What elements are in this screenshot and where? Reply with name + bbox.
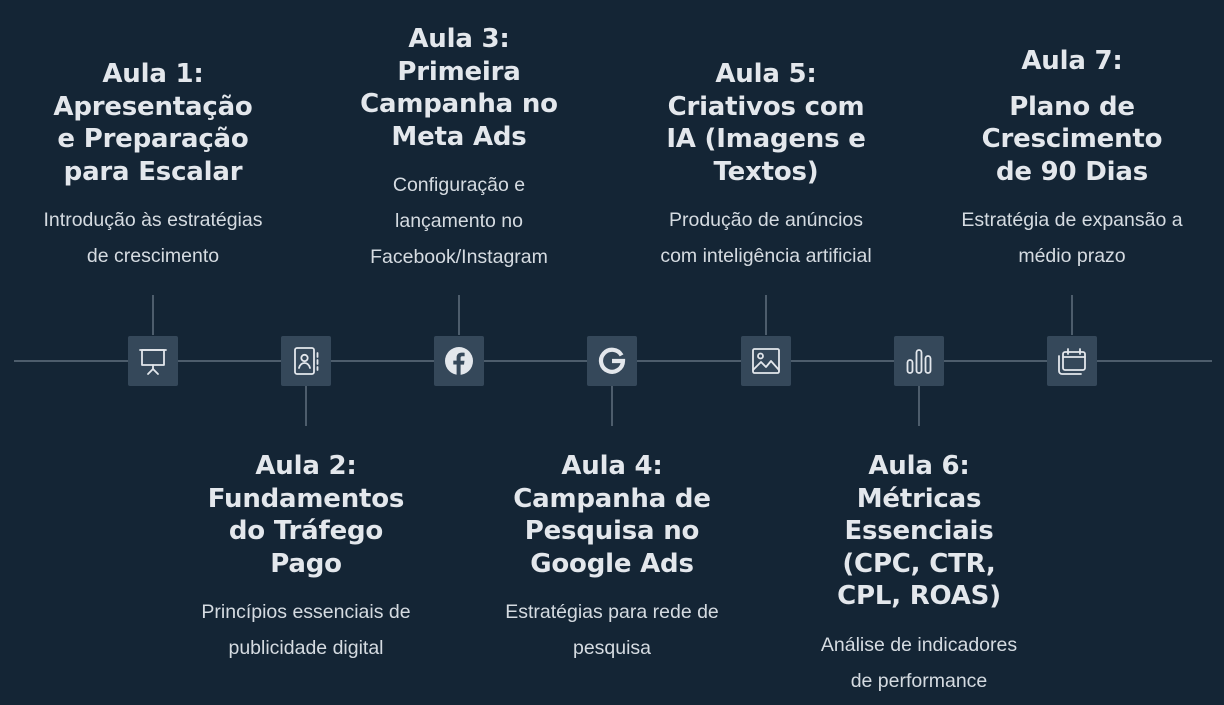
lesson-title: Aula 6: Métricas Essenciais (CPC, CTR, C…: [837, 451, 1001, 611]
lesson-card-7: Aula 7: Plano de Crescimento de 90 Dias …: [947, 45, 1197, 274]
lesson-title: Aula 5: Criativos com IA (Imagens e Text…: [666, 59, 866, 187]
image-icon: [752, 348, 780, 374]
lesson-card-2: Aula 2: Fundamentos do Tráfego Pago Prin…: [181, 450, 431, 666]
timeline-node-4: [587, 336, 637, 386]
connector-lesson-4: [611, 386, 613, 426]
lesson-title: Aula 1: Apresentação e Preparação para E…: [53, 59, 253, 187]
facebook-icon: [445, 347, 473, 375]
connector-lesson-6: [918, 386, 920, 426]
lesson-card-5: Aula 5: Criativos com IA (Imagens e Text…: [641, 58, 891, 274]
lesson-card-6: Aula 6: Métricas Essenciais (CPC, CTR, C…: [794, 450, 1044, 699]
presentation-board-icon: [139, 349, 167, 375]
connector-lesson-3: [458, 295, 460, 335]
contact-book-icon: [294, 347, 319, 375]
lesson-title: Aula 3: Primeira Campanha no Meta Ads: [360, 24, 558, 152]
calendar-icon: [1058, 348, 1086, 375]
timeline-node-3: [434, 336, 484, 386]
google-icon: [598, 347, 626, 374]
lesson-title: Aula 2: Fundamentos do Tráfego Pago: [207, 451, 405, 579]
lesson-description: Produção de anúncios com inteligência ar…: [660, 209, 872, 267]
lesson-description: Análise de indicadores de performance: [820, 633, 1018, 692]
lesson-description: Estratégias para rede de pesquisa: [505, 601, 719, 659]
connector-lesson-2: [305, 386, 307, 426]
lesson-card-3: Aula 3: Primeira Campanha no Meta Ads Co…: [334, 23, 584, 275]
lesson-description: Princípios essenciais de publicidade dig…: [201, 601, 411, 659]
lesson-title: Aula 4: Campanha de Pesquisa no Google A…: [513, 451, 711, 579]
lesson-card-4: Aula 4: Campanha de Pesquisa no Google A…: [487, 450, 737, 666]
timeline-node-1: [128, 336, 178, 386]
connector-lesson-1: [152, 295, 154, 335]
timeline-node-6: [894, 336, 944, 386]
lesson-description: Estratégia de expansão a médio prazo: [961, 209, 1183, 267]
lesson-description: Introdução às estratégias de crescimento: [43, 209, 263, 267]
lesson-card-1: Aula 1: Apresentação e Preparação para E…: [28, 58, 278, 274]
timeline-node-7: [1047, 336, 1097, 386]
bar-chart-icon: [906, 349, 932, 374]
lesson-title: Aula 7: Plano de Crescimento de 90 Dias: [981, 46, 1163, 187]
connector-lesson-5: [765, 295, 767, 335]
lesson-description: Configuração e lançamento no Facebook/In…: [370, 174, 548, 268]
connector-lesson-7: [1071, 295, 1073, 335]
timeline-node-2: [281, 336, 331, 386]
timeline-node-5: [741, 336, 791, 386]
